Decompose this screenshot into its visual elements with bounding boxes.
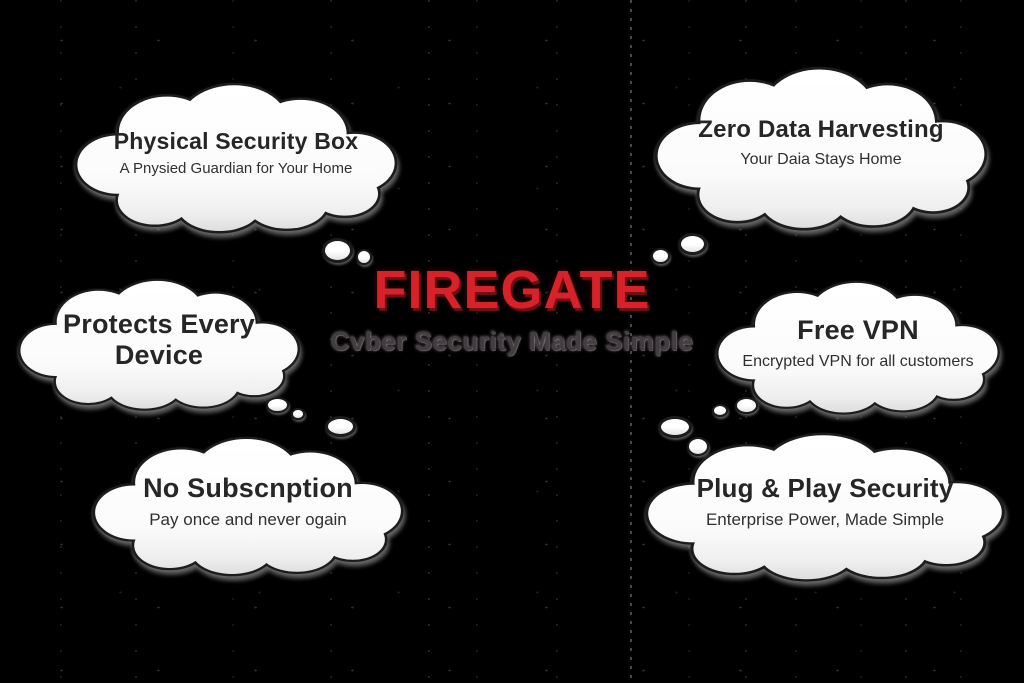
- cloud-physical-security-box: Physical Security Box A Pnysied Guardian…: [70, 82, 402, 244]
- thought-trail-bubble: [712, 404, 728, 417]
- brand-tagline: Cvber Security Made Simple: [330, 325, 694, 356]
- cloud-subtext: Your Daia Stays Home: [740, 151, 902, 169]
- thought-trail-bubble: [322, 238, 353, 263]
- cloud-text: Physical Security Box A Pnysied Guardian…: [87, 82, 386, 223]
- cloud-no-subscription: No Subscnption Pay once and never ogain: [88, 436, 408, 586]
- cloud-heading: Zero Data Harvesting: [698, 116, 944, 144]
- thought-trail-bubble: [266, 397, 289, 413]
- cloud-subtext: Encrypted VPN for all customers: [742, 352, 974, 370]
- cloud-text: No Subscnption Pay once and never ogain: [104, 436, 392, 567]
- thought-trail-bubble: [735, 397, 758, 414]
- brand-title-block: FIREGATE Cvber Security Made Simple: [0, 262, 1024, 357]
- cloud-subtext: A Pnysied Guardian for Your Home: [119, 159, 353, 177]
- cloud-text: Plug & Play Security Enterprise Power, M…: [659, 432, 992, 571]
- brand-title: FIREGATE: [373, 260, 651, 320]
- cloud-heading: Protects Every Device: [63, 308, 255, 370]
- thought-trail-bubble: [651, 248, 670, 264]
- cloud-zero-data-harvesting: Zero Data Harvesting Your Daia Stays Hom…: [650, 66, 992, 242]
- cloud-text: Free VPN Encrypted VPN for all customers: [727, 280, 990, 405]
- thought-trail-bubble: [356, 249, 372, 265]
- thought-trail-bubble: [325, 416, 356, 437]
- thought-trail-bubble: [678, 233, 707, 255]
- cloud-heading: Free VPN: [797, 314, 919, 345]
- cloud-heading: No Subscnption: [143, 472, 353, 503]
- thought-trail-bubble: [658, 416, 692, 438]
- cloud-heading: Physical Security Box: [113, 127, 359, 154]
- cloud-free-vpn: Free VPN Encrypted VPN for all customers: [712, 280, 1004, 424]
- cloud-heading: Plug & Play Security: [696, 472, 954, 503]
- cloud-protects-every-device: Protects Every Device: [14, 278, 304, 420]
- cloud-text: Zero Data Harvesting Your Daia Stays Hom…: [667, 66, 975, 219]
- cloud-subtext: Enterprise Power, Made Simple: [705, 509, 945, 529]
- thought-trail-bubble: [687, 437, 709, 456]
- cloud-subtext: Pay once and never ogain: [149, 509, 347, 529]
- cloud-text: Protects Every Device: [29, 278, 290, 402]
- cloud-plug-and-play-security: Plug & Play Security Enterprise Power, M…: [640, 432, 1010, 592]
- thought-trail-bubble: [291, 408, 305, 420]
